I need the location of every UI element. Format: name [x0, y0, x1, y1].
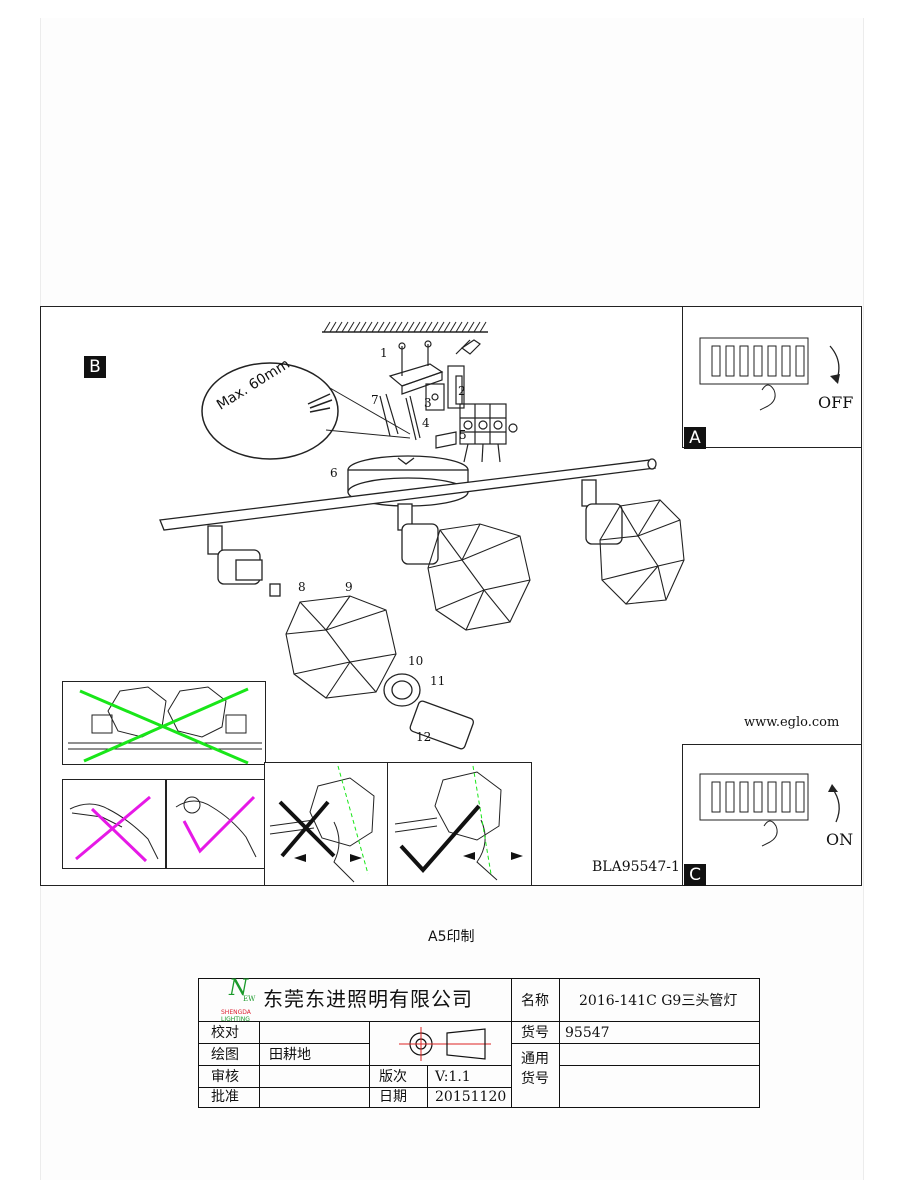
date-value: 20151120: [435, 1089, 507, 1105]
wire-strip-callout: [201, 362, 411, 460]
panel-wrong-grip: [62, 779, 166, 869]
step-11-label: 11: [430, 674, 446, 688]
check-label: 校对: [211, 1025, 239, 1041]
projection-symbol: [399, 1027, 491, 1061]
ceiling-hatch: [322, 321, 488, 333]
step-6-label: 6: [330, 466, 338, 480]
step-b-marker: B: [84, 356, 106, 378]
off-label: OFF: [818, 393, 854, 412]
step-10-label: 10: [408, 654, 424, 668]
on-label: ON: [826, 830, 854, 849]
version-value: V:1.1: [435, 1069, 471, 1085]
company-name: 东莞东进照明有限公司: [263, 987, 473, 1011]
breaker-off-drawing: [699, 337, 809, 411]
step-12-label: 12: [416, 730, 432, 744]
item-value: 95547: [565, 1025, 610, 1041]
step-8-label: 8: [298, 580, 306, 594]
draw-label: 绘图: [211, 1047, 239, 1063]
wrong-grip-drawing: [69, 795, 159, 863]
review-label: 审核: [211, 1069, 239, 1085]
version-label: 版次: [379, 1069, 407, 1085]
step-7-label: 7: [371, 393, 379, 407]
company-logo: N EW SHENGDA LIGHTING: [221, 976, 256, 1024]
step-a-marker: A: [684, 427, 706, 449]
step-5-label: 5: [459, 428, 467, 442]
panel-right-grip: [166, 779, 266, 869]
right-removal-drawing: [394, 765, 523, 881]
general-label-1: 通用: [521, 1051, 549, 1067]
step-1-label: 1: [380, 346, 388, 360]
draw-value: 田耕地: [269, 1047, 311, 1063]
date-label: 日期: [379, 1089, 407, 1105]
title-block: N EW SHENGDA LIGHTING 东莞东进照明有限公司 名称 2016…: [198, 978, 760, 1108]
print-note: A5印制: [428, 929, 475, 945]
general-label-2: 货号: [521, 1071, 549, 1087]
step-2-label: 2: [458, 384, 466, 398]
wrong-angle-drawing: [68, 686, 262, 765]
name-value: 2016-141C G9三头管灯: [579, 993, 738, 1009]
name-label: 名称: [521, 993, 549, 1009]
step-9-label: 9: [345, 580, 353, 594]
luminaire-drawing: [159, 455, 685, 750]
right-grip-drawing: [175, 795, 257, 858]
step-4-label: 4: [422, 416, 430, 430]
panel-right-removal: [387, 762, 532, 886]
item-label: 货号: [521, 1025, 549, 1041]
document-code: BLA95547-1: [592, 859, 680, 875]
wrong-removal-drawing: [269, 765, 375, 883]
approve-label: 批准: [211, 1089, 239, 1105]
breaker-on-drawing: [699, 773, 809, 847]
arrow-up-icon: [828, 784, 840, 823]
arrow-down-icon: [829, 345, 840, 384]
step-3-label: 3: [424, 396, 432, 410]
mounting-bracket-parts: [379, 339, 518, 463]
website-url: www.eglo.com: [744, 715, 840, 730]
step-c-marker: C: [684, 864, 706, 886]
